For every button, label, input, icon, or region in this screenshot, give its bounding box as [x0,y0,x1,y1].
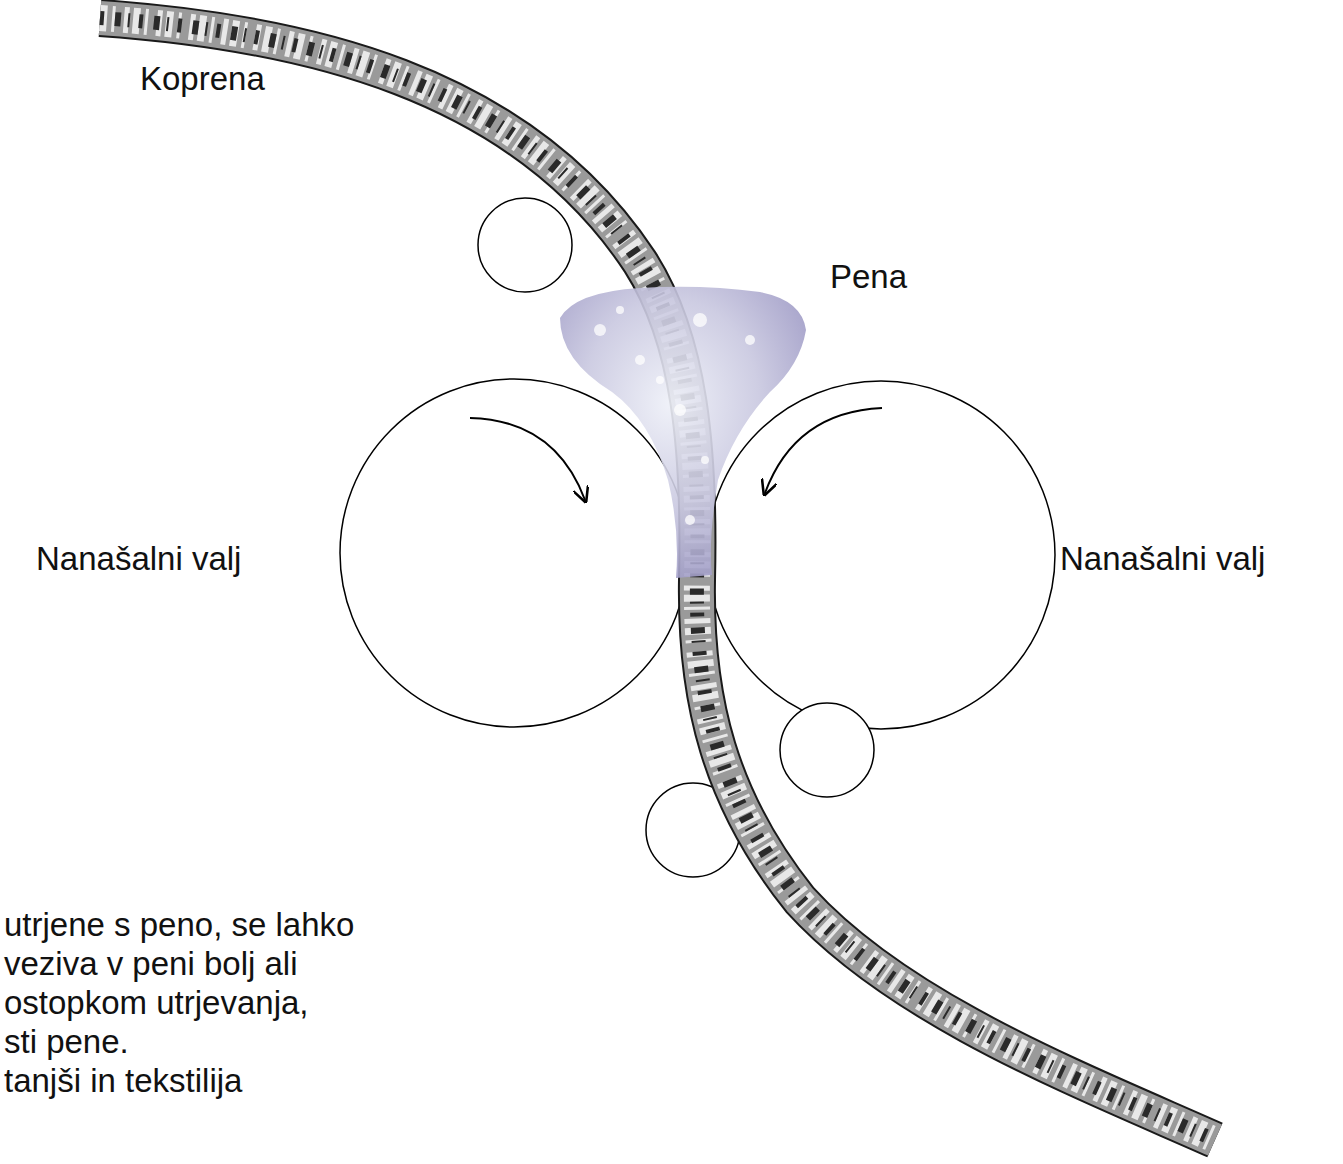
part-label: Pena [830,258,907,296]
note-text: sti pene. [4,1023,129,1061]
guide-roller [478,198,572,292]
rotation-arrow [765,408,882,493]
guide-roller [780,703,874,797]
note-text: ostopkom utrjevanja, [4,984,309,1022]
part-label: Nanašalni valj [1060,540,1265,578]
note-text: tanjši in tekstilija [4,1062,242,1100]
note-text: veziva v peni bolj ali [4,945,298,983]
application-roller [340,379,688,727]
note-text: utrjene s peno, se lahko [4,906,354,944]
part-label: Koprena [140,60,265,98]
part-label: Nanašalni valj [36,540,241,578]
application-roller [707,381,1055,729]
foam [560,287,806,578]
rotation-arrow [470,418,585,500]
